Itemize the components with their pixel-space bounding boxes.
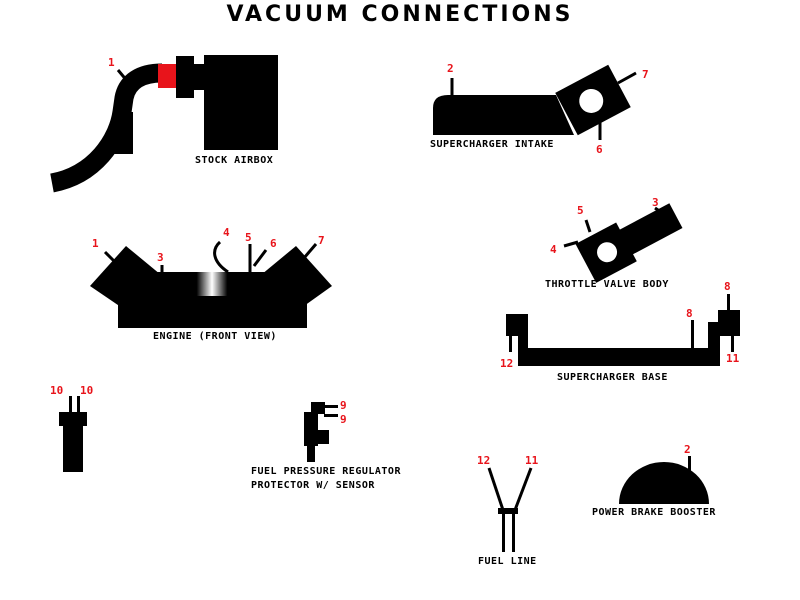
supercharger-base: 8 8 12 11 SUPERCHARGER BASE [500, 280, 740, 383]
fpr-label-line2: PROTECTOR W/ SENSOR [251, 480, 375, 491]
airbox-neck [192, 64, 206, 90]
stock-airbox: 1 STOCK AIRBOX [49, 55, 278, 193]
diagram-title: VACUUM CONNECTIONS [226, 2, 574, 27]
fuel-line-branch-12 [487, 467, 505, 511]
booster-dome [619, 462, 709, 504]
port-number: 2 [447, 62, 454, 75]
fpr-label-line1: FUEL PRESSURE REGULATOR [251, 466, 401, 477]
fpr-nipple-9 [324, 405, 338, 408]
throttle-housing [575, 203, 683, 283]
airbox-nipple-1 [116, 69, 130, 83]
fuel-line-clamp [498, 508, 518, 514]
airbox-hose [49, 63, 163, 193]
engine-nipple-7 [302, 243, 318, 259]
port-number: 4 [550, 243, 557, 256]
airbox-red-coupler [158, 64, 178, 88]
fpr-side-block [317, 430, 329, 444]
port-number: 6 [596, 143, 603, 156]
port-number: 7 [642, 68, 649, 81]
fuel-line-label: FUEL LINE [478, 556, 537, 567]
port-number: 3 [652, 196, 659, 209]
fuel-line-pipe [512, 512, 515, 552]
intake-throttle-housing [555, 64, 631, 136]
port-number: 6 [270, 237, 277, 250]
engine-right-head [250, 246, 332, 316]
booster-nipple-2 [688, 456, 691, 474]
throttle-valve-body: 5 3 4 THROTTLE VALVE BODY [545, 196, 683, 290]
intake-nipple-7 [617, 71, 637, 85]
port-number: 5 [245, 231, 252, 244]
sensor-block: 10 10 [50, 384, 93, 472]
fuel-line: 12 11 FUEL LINE [477, 454, 539, 567]
port-number: 8 [724, 280, 731, 293]
port-number: 8 [686, 307, 693, 320]
supercharger-intake: 2 7 6 SUPERCHARGER INTAKE [430, 62, 649, 156]
power-brake-booster-label: POWER BRAKE BOOSTER [592, 507, 716, 518]
sensor-cap [59, 412, 87, 426]
fuel-line-branch-11 [513, 467, 533, 511]
throttle-nipple-3 [654, 206, 665, 216]
port-number: 4 [223, 226, 230, 239]
port-number: 10 [50, 384, 63, 397]
base-left-flange [518, 330, 528, 366]
engine-label: ENGINE (FRONT VIEW) [153, 331, 277, 342]
port-number: 1 [92, 237, 99, 250]
fpr-stem [307, 446, 315, 462]
fpr-body [304, 412, 318, 446]
fpr-nipple-9 [324, 414, 338, 417]
port-number: 9 [340, 399, 347, 412]
airbox-hose-clamp [114, 112, 133, 154]
sensor-nipple [77, 396, 80, 414]
port-number: 11 [525, 454, 539, 467]
throttle-nipple-5 [584, 219, 592, 233]
port-number: 12 [477, 454, 490, 467]
fuel-line-pipe [502, 512, 505, 552]
base-top-nipple-8 [727, 294, 730, 312]
base-mid-nipple-8 [691, 320, 694, 350]
port-number: 3 [157, 251, 164, 264]
sensor-body [63, 424, 83, 472]
port-number: 12 [500, 357, 513, 370]
port-number: 7 [318, 234, 325, 247]
intake-tube [433, 95, 574, 135]
engine-nipple-4 [213, 240, 229, 274]
engine-front-view: 1 3 4 5 6 7 ENGINE (FRONT VIEW) [90, 226, 332, 342]
stock-airbox-label: STOCK AIRBOX [195, 155, 273, 166]
base-plate [526, 348, 716, 366]
supercharger-base-label: SUPERCHARGER BASE [557, 372, 668, 383]
port-number: 5 [577, 204, 584, 217]
power-brake-booster: 2 POWER BRAKE BOOSTER [592, 443, 716, 518]
fpr-top [311, 402, 325, 414]
engine-nipple-6 [252, 249, 268, 267]
airbox-body [204, 55, 278, 150]
port-number: 1 [108, 56, 115, 69]
sensor-nipple [69, 396, 72, 414]
engine-nipple-1 [103, 250, 117, 264]
base-left-nipple-12 [509, 334, 512, 352]
airbox-flange [176, 56, 194, 98]
base-right-flange-top [718, 310, 740, 336]
port-number: 2 [684, 443, 691, 456]
throttle-valve-body-label: THROTTLE VALVE BODY [545, 279, 669, 290]
supercharger-intake-label: SUPERCHARGER INTAKE [430, 139, 554, 150]
port-number: 10 [80, 384, 93, 397]
throttle-nipple-4 [563, 240, 579, 248]
base-right-flange [708, 322, 720, 366]
port-number: 11 [726, 352, 740, 365]
fuel-pressure-regulator: 9 9 FUEL PRESSURE REGULATOR PROTECTOR W/… [251, 399, 401, 491]
engine-left-head [90, 246, 172, 316]
port-number: 9 [340, 413, 347, 426]
base-right-nipple-11 [731, 334, 734, 352]
